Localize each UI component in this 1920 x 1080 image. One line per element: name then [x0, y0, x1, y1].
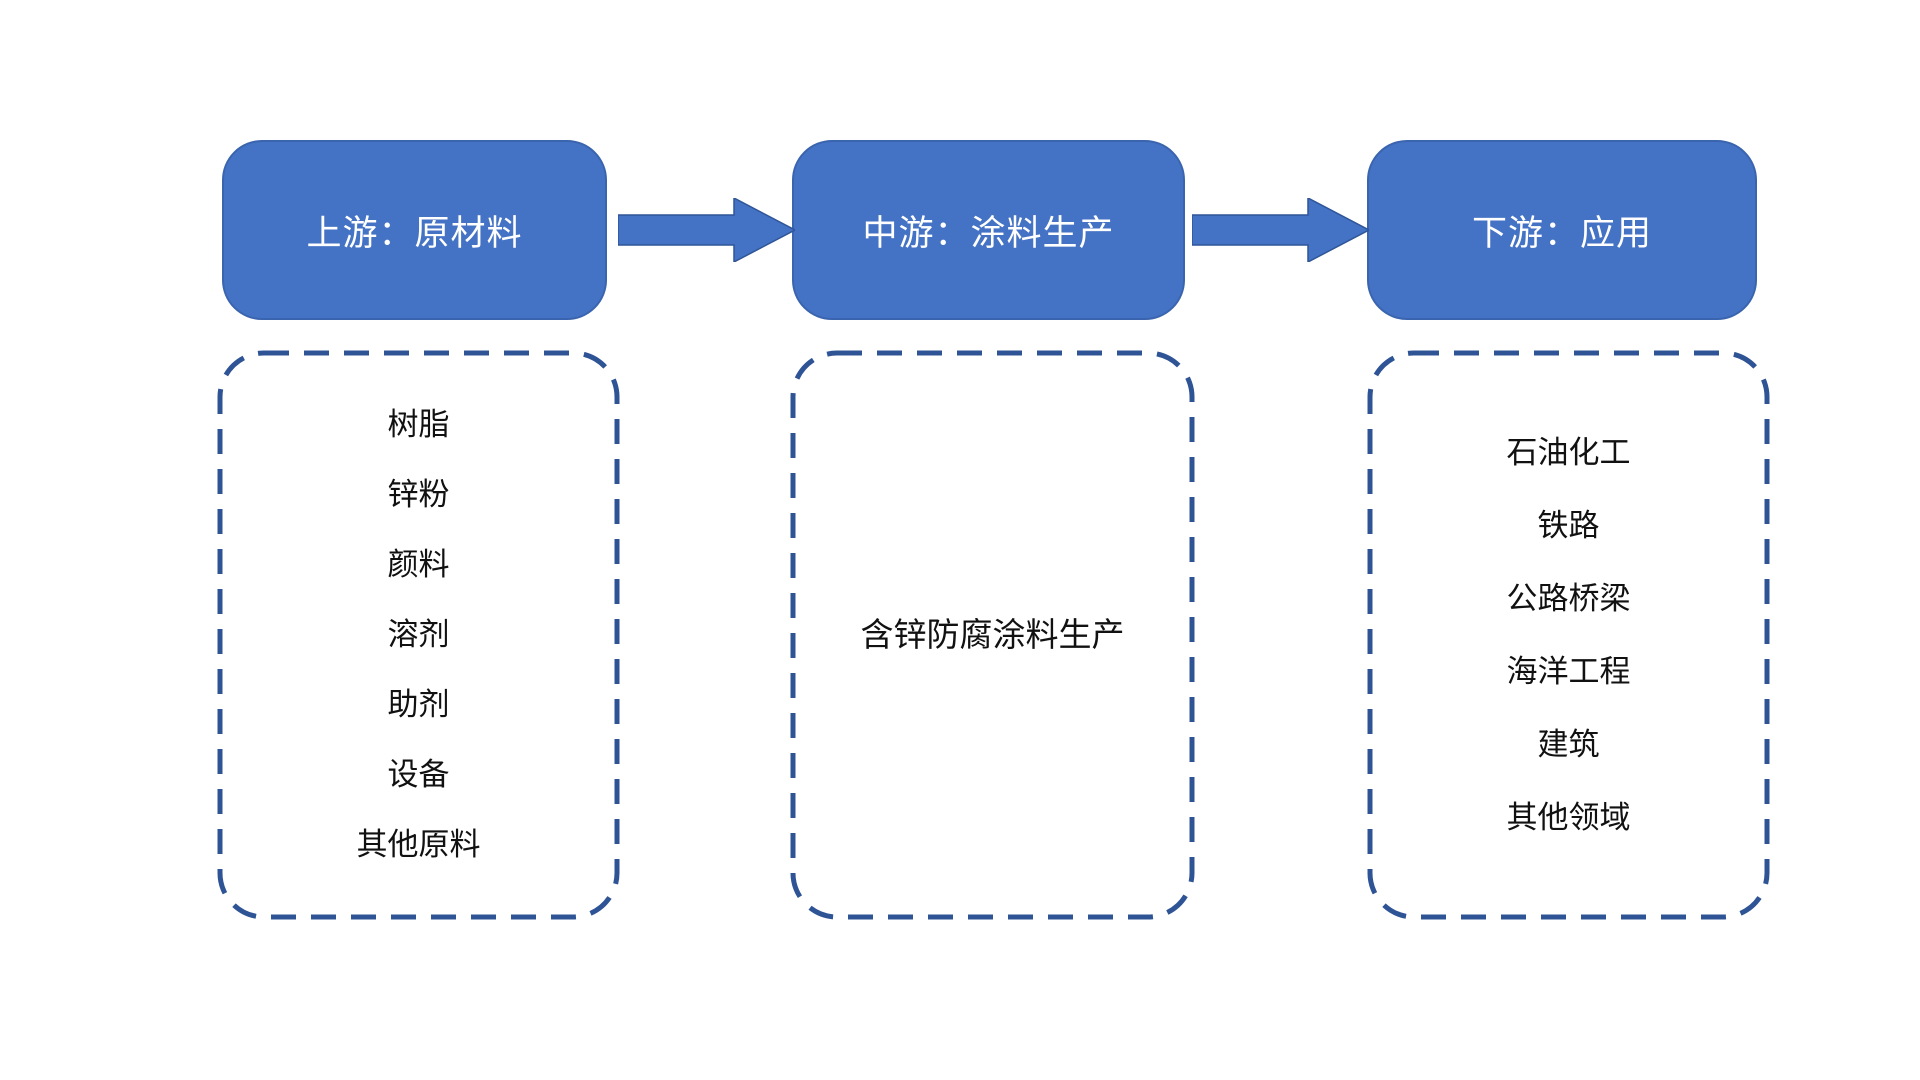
upstream-header-label: 上游：原材料	[306, 213, 523, 253]
arrow-right-icon	[618, 198, 795, 262]
midstream-header-box: 中游：涂料生产	[792, 140, 1185, 320]
downstream-header-box: 下游：应用	[1367, 140, 1757, 320]
list-item: 树脂	[387, 407, 450, 442]
list-item: 其他原料	[356, 827, 481, 862]
downstream-items-panel: 石油化工 铁路 公路桥梁 海洋工程 建筑 其他领域	[1367, 350, 1770, 920]
upstream-items-panel: 树脂 锌粉 颜料 溶剂 助剂 设备 其他原料	[217, 350, 620, 920]
list-item: 铁路	[1537, 508, 1600, 543]
list-item: 海洋工程	[1506, 654, 1631, 689]
list-item: 公路桥梁	[1506, 581, 1631, 616]
midstream-item-list: 含锌防腐涂料生产	[790, 350, 1195, 920]
list-item: 石油化工	[1506, 435, 1631, 470]
upstream-item-list: 树脂 锌粉 颜料 溶剂 助剂 设备 其他原料	[217, 350, 620, 920]
list-item: 颜料	[387, 547, 450, 582]
list-item: 含锌防腐涂料生产	[860, 616, 1125, 653]
upstream-header-box: 上游：原材料	[222, 140, 607, 320]
arrow-right-icon	[1192, 198, 1369, 262]
list-item: 建筑	[1537, 727, 1600, 762]
list-item: 设备	[387, 757, 450, 792]
downstream-header-label: 下游：应用	[1471, 213, 1652, 253]
downstream-item-list: 石油化工 铁路 公路桥梁 海洋工程 建筑 其他领域	[1367, 350, 1770, 920]
list-item: 锌粉	[387, 477, 450, 512]
midstream-header-label: 中游：涂料生产	[862, 213, 1115, 253]
list-item: 溶剂	[387, 617, 450, 652]
list-item: 助剂	[387, 687, 450, 722]
midstream-items-panel: 含锌防腐涂料生产	[790, 350, 1195, 920]
list-item: 其他领域	[1506, 800, 1631, 835]
